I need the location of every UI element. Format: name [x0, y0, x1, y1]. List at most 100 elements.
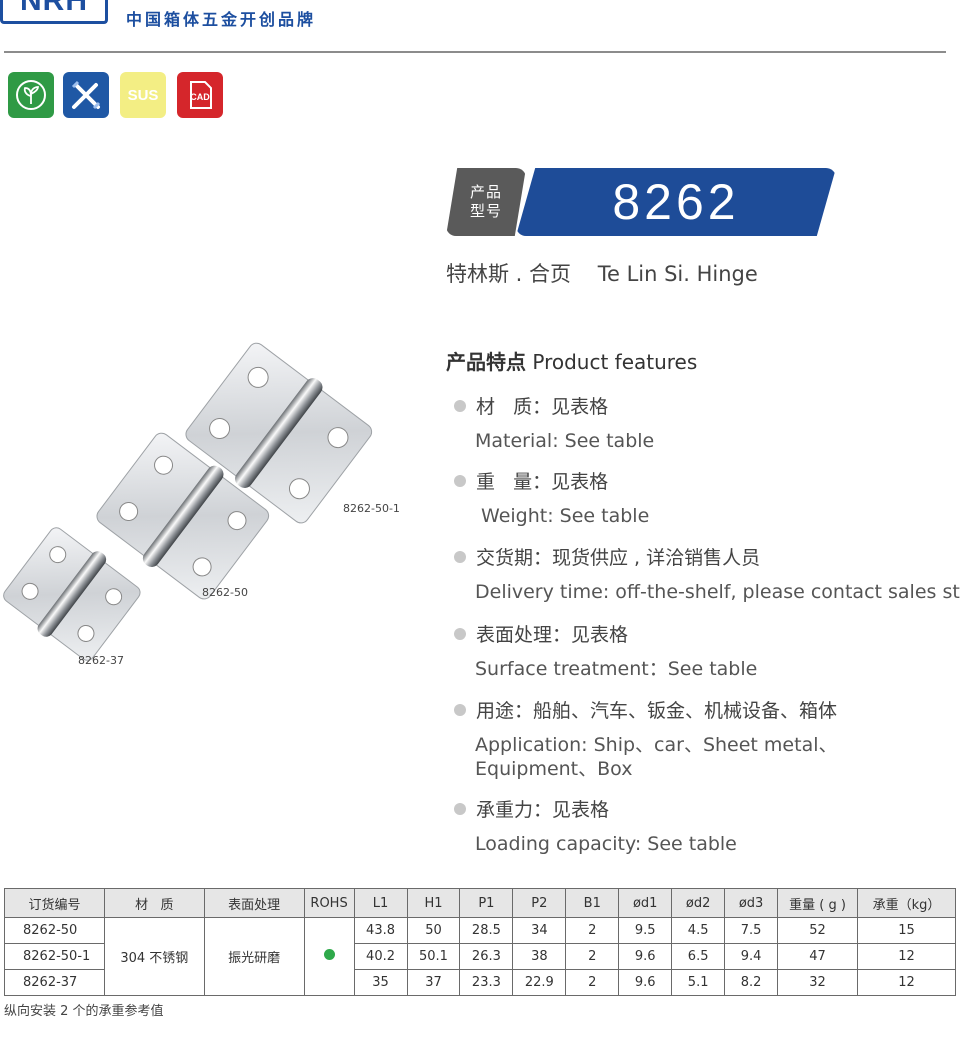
col-header: ød2	[671, 888, 726, 918]
table-cell: 12	[857, 943, 956, 970]
feature-en: Delivery time: off-the-shelf, please con…	[475, 581, 960, 603]
table-note: 纵向安装 2 个的承重参考值	[4, 1004, 164, 1019]
label-8262-50-1: 8262-50-1	[343, 502, 400, 515]
model-tag: 产品 型号	[446, 168, 526, 236]
col-header: P1	[459, 888, 514, 918]
feature-zh: 承重力：见表格	[476, 799, 610, 821]
feature-zh: 用途：船舶、汽车、钣金、机械设备、箱体	[476, 700, 838, 722]
order-code: 8262-50-1	[4, 943, 105, 970]
table-cell: 35	[353, 969, 408, 996]
label-8262-37: 8262-37	[78, 654, 124, 667]
table-cell: 37	[406, 969, 461, 996]
table-cell: 28.5	[459, 917, 514, 944]
col-header: P2	[512, 888, 567, 918]
table-cell: 2	[565, 969, 620, 996]
table-cell: 12	[857, 969, 956, 996]
table-cell: 50	[406, 917, 461, 944]
order-code: 8262-37	[4, 969, 105, 996]
order-code: 8262-50	[4, 917, 105, 944]
table-cell: 23.3	[459, 969, 514, 996]
feature-zh: 交货期：现货供应 , 详洽销售人员	[476, 547, 761, 569]
col-header: ROHS	[303, 888, 355, 918]
rohs-cell	[303, 917, 355, 996]
table-cell: 2	[565, 917, 620, 944]
eco-badge-icon	[8, 72, 54, 118]
brand-slogan: 中国箱体五金开创品牌	[126, 10, 317, 29]
table-cell: 34	[512, 917, 567, 944]
model-number: 8262	[516, 168, 836, 236]
table-cell: 26.3	[459, 943, 514, 970]
feature-en: Application: Ship、car、Sheet metal、 Equip…	[475, 734, 838, 780]
table-cell: 9.6	[618, 969, 673, 996]
rohs-compliant-icon	[323, 949, 335, 960]
feature-weight: 重 量：见表格 Weight: See table	[454, 467, 954, 528]
model-tag-line1: 产品	[469, 183, 502, 201]
col-header: 订货编号	[4, 888, 105, 918]
table-cell: 5.1	[671, 969, 726, 996]
col-header: ød3	[724, 888, 779, 918]
hinge-medium	[96, 432, 270, 600]
feature-zh: 表面处理：见表格	[476, 624, 629, 646]
features-title-zh: 产品特点	[446, 350, 526, 374]
table-cell: 6.5	[671, 943, 726, 970]
features-title: 产品特点 Product features	[446, 346, 697, 375]
feature-en: Material: See table	[475, 430, 655, 452]
table-cell: 9.4	[724, 943, 779, 970]
feature-zh: 重 量：见表格	[476, 471, 609, 493]
bullet-dot	[454, 627, 466, 640]
col-header: L1	[353, 888, 408, 918]
feature-delivery: 交货期：现货供应 , 详洽销售人员 Delivery time: off-the…	[454, 543, 960, 604]
feature-surface: 表面处理：见表格 Surface treatment：See table	[454, 620, 954, 681]
bullet-dot	[454, 399, 466, 412]
table-cell: 52	[777, 917, 858, 944]
col-header: 表面处理	[203, 888, 305, 918]
product-name: 特林斯 . 合页 Te Lin Si. Hinge	[446, 262, 758, 286]
table-cell: 43.8	[353, 917, 408, 944]
bullet-dot	[454, 802, 466, 815]
col-header: 承重（kg）	[857, 888, 956, 918]
hinge-large	[185, 342, 373, 524]
sus-badge: SUS	[120, 72, 166, 118]
col-header: B1	[565, 888, 620, 918]
col-header: H1	[406, 888, 461, 918]
feature-material: 材 质：见表格 Material: See table	[454, 392, 954, 453]
table-cell: 4.5	[671, 917, 726, 944]
spec-table: 订货编号 材 质 表面处理 ROHS L1 H1 P1 P2 B1 ød1 ød…	[4, 888, 956, 996]
feature-zh: 材 质：见表格	[476, 396, 609, 418]
bullet-dot	[454, 550, 466, 563]
table-cell: 40.2	[353, 943, 408, 970]
bullet-dot	[454, 703, 466, 716]
features-title-en: Product features	[532, 350, 698, 374]
col-header: ød1	[618, 888, 673, 918]
table-cell: 15	[857, 917, 956, 944]
material-cell: 304 不锈钢	[103, 917, 205, 996]
table-cell: 9.5	[618, 917, 673, 944]
table-cell: 47	[777, 943, 858, 970]
table-cell: 22.9	[512, 969, 567, 996]
feature-loading: 承重力：见表格 Loading capacity: See table	[454, 795, 954, 856]
hinge-product-image	[3, 342, 373, 661]
cad-badge-icon: CAD	[177, 72, 223, 118]
finish-cell: 振光研磨	[203, 917, 305, 996]
bullet-dot	[454, 474, 466, 487]
feature-application: 用途：船舶、汽车、钣金、机械设备、箱体 Application: Ship、ca…	[454, 696, 954, 781]
col-header: 重量 ( g )	[777, 888, 858, 918]
table-cell: 8.2	[724, 969, 779, 996]
table-cell: 7.5	[724, 917, 779, 944]
table-cell: 9.6	[618, 943, 673, 970]
hinge-small	[3, 527, 141, 661]
feature-en: Loading capacity: See table	[475, 833, 737, 855]
tools-badge-icon	[63, 72, 109, 118]
table-cell: 32	[777, 969, 858, 996]
feature-en: Surface treatment：See table	[475, 658, 758, 680]
col-header: 材 质	[103, 888, 205, 918]
table-cell: 38	[512, 943, 567, 970]
brand-logo: NRH	[0, 0, 108, 24]
table-header-row: 订货编号 材 质 表面处理 ROHS L1 H1 P1 P2 B1 ød1 ød…	[4, 888, 956, 918]
feature-en: Weight: See table	[475, 505, 650, 527]
table-cell: 50.1	[406, 943, 461, 970]
label-8262-50: 8262-50	[202, 586, 248, 599]
table-cell: 2	[565, 943, 620, 970]
